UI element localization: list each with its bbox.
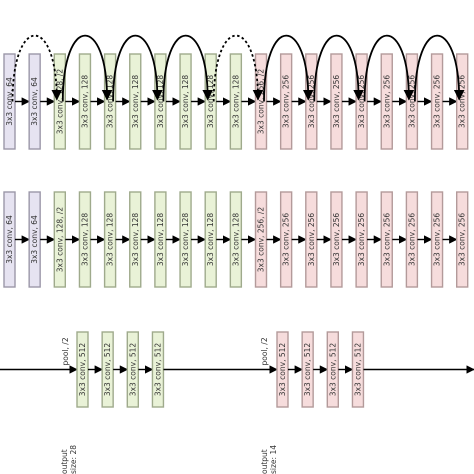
conv-block-label: 3x3 conv, 128 <box>131 75 140 129</box>
conv-block-label: 3x3 conv, 256 <box>407 75 416 129</box>
conv-block-label: 3x3 conv, 512 <box>353 343 362 397</box>
conv-block <box>456 191 469 288</box>
skip-connection-arrow <box>363 34 415 102</box>
skip-connection-arrow <box>263 34 314 102</box>
conv-block-label: 3x3 conv, 256 <box>407 213 416 267</box>
conv-block-label: 3x3 conv, 64 <box>30 77 39 126</box>
conv-block-label: 3x3 conv, 256 <box>307 75 316 129</box>
conv-block <box>456 53 469 150</box>
skip-connection-arrow <box>414 34 465 102</box>
conv-block-label: 3x3 conv, 128 <box>131 213 140 267</box>
conv-block-label: 3x3 conv, 512 <box>328 343 337 397</box>
conv-block-label: 3x3 conv, 256, /2 <box>257 69 266 135</box>
conv-block-label: 3x3 conv, 512 <box>153 343 162 397</box>
conv-block-label: 3x3 conv, 256, /2 <box>257 207 266 273</box>
conv-block-label: 3x3 conv, 128 <box>206 213 215 267</box>
output-size-label: outputsize: 28 <box>60 445 78 474</box>
conv-block-label: 3x3 conv, 128 <box>106 75 115 129</box>
conv-block-label: 3x3 conv, 64 <box>5 77 14 126</box>
conv-block-label: 3x3 conv, 128 <box>106 213 115 267</box>
conv-block-label: 3x3 conv, 128 <box>231 213 240 267</box>
skip-connection-arrow <box>61 34 113 102</box>
conv-block-label: 3x3 conv, 128 <box>80 213 89 267</box>
skip-connection-arrow <box>313 34 364 102</box>
pool-label: pool, /2 <box>260 337 269 365</box>
conv-block-label: 3x3 conv, 512 <box>103 343 112 397</box>
residual-network-row: 3x3 conv, 64 3x3 conv, 64 3x3 conv, 128, /… <box>3 34 469 150</box>
skip-connection-arrow <box>112 34 163 102</box>
conv-block-label: 3x3 conv, 256 <box>282 75 291 129</box>
conv-block-label: 3x3 conv, 256 <box>332 213 341 267</box>
conv-block-label: 3x3 conv, 256 <box>382 75 391 129</box>
conv-block-label: 3x3 conv, 512 <box>128 343 137 397</box>
conv-block-label: 3x3 conv, 128 <box>206 75 215 129</box>
conv-block-label: 3x3 conv, 128, /2 <box>55 69 64 135</box>
conv-block-label: 3x3 conv, 128 <box>181 213 190 267</box>
conv-block-label: 3x3 conv, 256 <box>307 213 316 267</box>
pool-label: pool, /2 <box>61 337 70 365</box>
conv-block-label: 3x3 conv, 128 <box>156 75 165 129</box>
conv-block-label: 3x3 conv, 256 <box>433 213 442 267</box>
conv-block-label: 3x3 conv, 512 <box>278 343 287 397</box>
conv-block-label: 3x3 conv, 256 <box>282 213 291 267</box>
conv-block-label: 3x3 conv, 256 <box>458 75 467 129</box>
conv-block-label: 3x3 conv, 64 <box>30 215 39 264</box>
conv-block-label: 3x3 conv, 512 <box>303 343 312 397</box>
conv-block-label: 3x3 conv, 256 <box>382 213 391 267</box>
conv-block-label: 3x3 conv, 256 <box>332 75 341 129</box>
vgg-network-row: 3x3 conv, 512 3x3 conv, 512 3x3 conv, 512 3… <box>0 331 474 474</box>
conv-block-label: 3x3 conv, 256 <box>357 213 366 267</box>
conv-block-label: 3x3 conv, 64 <box>5 215 14 264</box>
plain-network-row: 3x3 conv, 64 3x3 conv, 64 3x3 conv, 128, /… <box>3 191 469 288</box>
conv-block-label: 3x3 conv, 128 <box>80 75 89 129</box>
conv-block-label: 3x3 conv, 128 <box>231 75 240 129</box>
output-size-label: outputsize: 14 <box>260 445 278 474</box>
skip-connection-arrow <box>162 34 214 102</box>
conv-block-label: 3x3 conv, 128 <box>181 75 190 129</box>
conv-block-label: 3x3 conv, 256 <box>458 213 467 267</box>
conv-block-label: 3x3 conv, 128 <box>156 213 165 267</box>
conv-block-label: 3x3 conv, 512 <box>78 343 87 397</box>
conv-block-label: 3x3 conv, 128, /2 <box>55 207 64 273</box>
conv-block-label: 3x3 conv, 256 <box>433 75 442 129</box>
conv-block-label: 3x3 conv, 256 <box>357 75 366 129</box>
